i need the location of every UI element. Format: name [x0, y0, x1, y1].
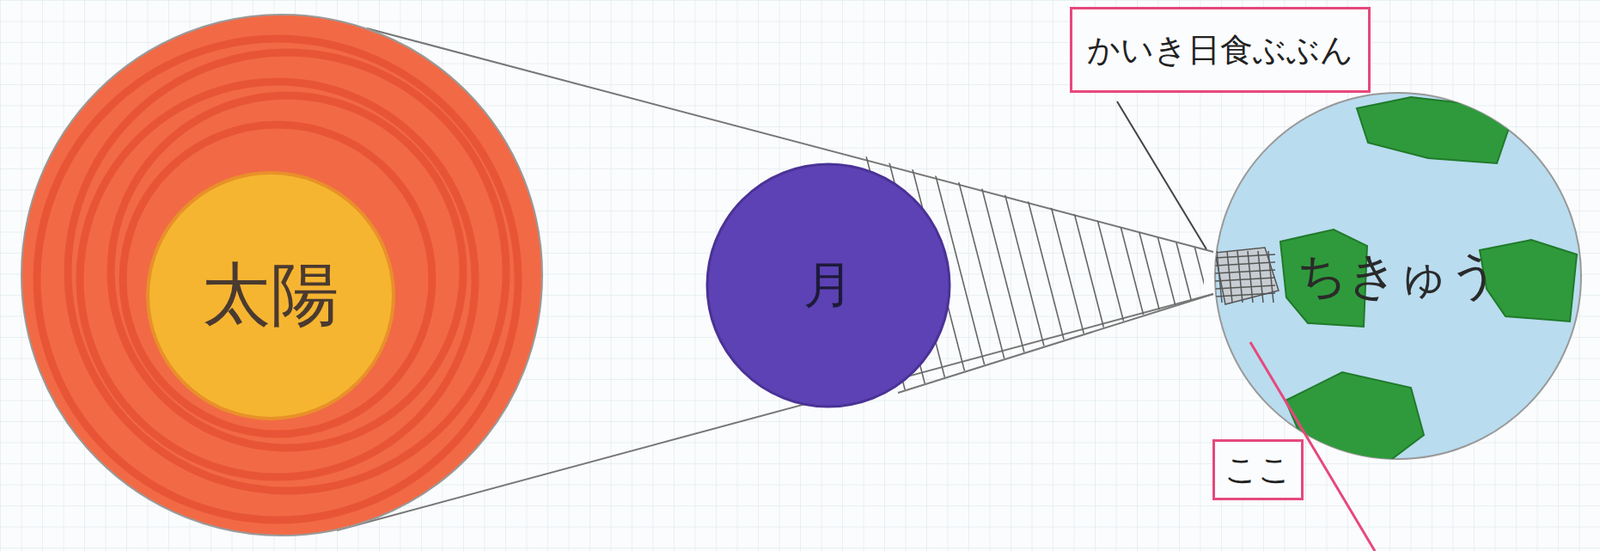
sun-circle: 太陽: [19, 12, 544, 538]
callout-box: ここ: [1212, 439, 1304, 501]
callout-label: ここ: [1224, 447, 1292, 492]
moon-circle: 月: [705, 162, 952, 409]
body-label: ちきゅう: [1296, 242, 1500, 310]
body-label: 月: [803, 251, 854, 319]
callout-box: かいき日食ぶぶん: [1069, 6, 1371, 93]
leader-line: [1117, 101, 1207, 250]
leader-line: [1250, 341, 1375, 551]
callout-label: かいき日食ぶぶん: [1087, 28, 1354, 73]
earth-circle: ちきゅう: [1213, 91, 1583, 461]
body-label: 太陽: [201, 249, 340, 342]
